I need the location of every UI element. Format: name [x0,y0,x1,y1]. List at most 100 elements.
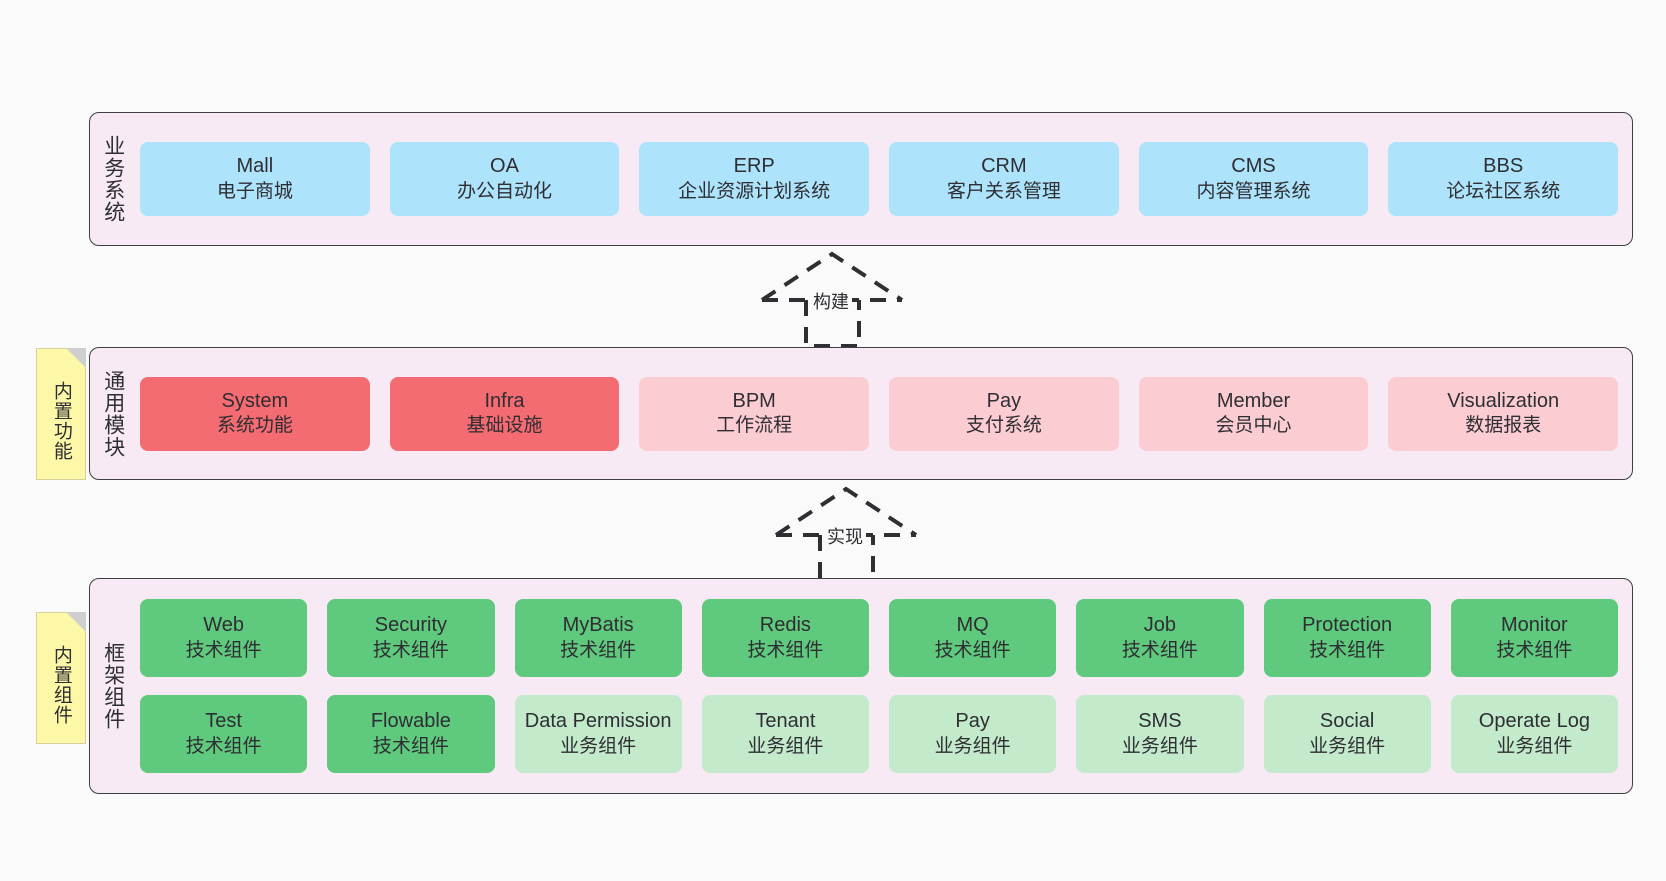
module-card-protection[interactable]: Protection 技术组件 [1263,599,1431,677]
module-desc: 技术组件 [560,639,637,661]
module-desc: 企业资源计划系统 [678,180,831,202]
module-name: SMS [1138,710,1182,733]
module-desc: 电子商城 [216,180,293,202]
module-card-mq[interactable]: MQ 技术组件 [889,599,1057,677]
module-card-visualization[interactable]: Visualization 数据报表 [1388,376,1619,451]
module-card-social[interactable]: Social 业务组件 [1263,695,1431,773]
connector-stem-icon [818,535,875,583]
module-name: Pay [955,710,990,733]
module-desc: 业务组件 [934,735,1011,757]
note-fold-icon [66,612,86,632]
layer-title-common-module: 通用模块 [101,369,125,458]
module-card-pay-biz[interactable]: Pay 业务组件 [889,695,1057,773]
module-card-mybatis[interactable]: MyBatis 技术组件 [514,599,682,677]
module-name: Flowable [370,710,451,733]
connector-label-build: 构建 [810,288,852,314]
module-name: System [221,389,289,412]
module-desc: 业务组件 [1496,735,1573,757]
module-name: Test [205,710,242,733]
module-desc: 业务组件 [560,735,637,757]
module-card-cms[interactable]: CMS 内容管理系统 [1138,142,1369,216]
module-card-bpm[interactable]: BPM 工作流程 [639,376,870,451]
module-name: Job [1143,614,1176,637]
module-card-redis[interactable]: Redis 技术组件 [701,599,869,677]
module-desc: 业务组件 [1121,735,1198,757]
layer-business-system[interactable]: 业务系统 Mall 电子商城 OA 办公自动化 ERP 企业资源计划系统 CRM… [89,112,1633,246]
layer-title-business-system: 业务系统 [101,135,125,223]
module-card-infra[interactable]: Infra 基础设施 [389,376,620,451]
module-desc: 会员中心 [1215,415,1292,437]
layer-body-common-module: System 系统功能 Infra 基础设施 BPM 工作流程 Pay 支付系统… [136,348,1632,479]
layer-row: System 系统功能 Infra 基础设施 BPM 工作流程 Pay 支付系统… [140,376,1619,451]
module-desc: 内容管理系统 [1196,180,1311,202]
generalization-triangle-icon [760,251,904,302]
module-name: BBS [1483,155,1524,178]
module-name: ERP [733,155,775,178]
note-builtin-component: 内置组件 [36,612,86,744]
layer-body-framework-component: Web 技术组件 Security 技术组件 MyBatis 技术组件 Redi… [136,579,1632,793]
module-name: Operate Log [1478,710,1590,733]
note-text: 内置功能 [50,381,72,461]
module-desc: 论坛社区系统 [1446,180,1561,202]
module-card-tenant[interactable]: Tenant 业务组件 [701,695,869,773]
generalization-triangle-icon [774,486,918,537]
layer-common-module[interactable]: 通用模块 System 系统功能 Infra 基础设施 BPM 工作流程 Pay… [89,347,1633,480]
module-card-mall[interactable]: Mall 电子商城 [140,142,370,216]
module-card-oa[interactable]: OA 办公自动化 [389,142,620,216]
note-fold-icon [66,348,86,368]
module-desc: 技术组件 [372,639,449,661]
module-name: Pay [986,389,1022,412]
module-name: Infra [484,389,525,412]
module-name: Data Permission [524,710,672,733]
module-name: CRM [981,155,1027,178]
module-card-erp[interactable]: ERP 企业资源计划系统 [639,142,870,216]
module-desc: 基础设施 [466,415,543,437]
module-card-operate-log[interactable]: Operate Log 业务组件 [1450,695,1618,773]
module-card-system[interactable]: System 系统功能 [140,376,370,451]
module-card-monitor[interactable]: Monitor 技术组件 [1450,599,1618,677]
layer-body-business-system: Mall 电子商城 OA 办公自动化 ERP 企业资源计划系统 CRM 客户关系… [136,113,1632,245]
module-card-bbs[interactable]: BBS 论坛社区系统 [1388,142,1619,216]
note-builtin-feature: 内置功能 [36,348,86,480]
module-name: CMS [1231,155,1276,178]
module-card-member[interactable]: Member 会员中心 [1138,376,1369,451]
module-name: Member [1216,389,1291,412]
module-name: Social [1319,710,1375,733]
module-desc: 技术组件 [185,735,262,757]
module-desc: 技术组件 [1496,639,1573,661]
module-card-crm[interactable]: CRM 客户关系管理 [889,142,1119,216]
module-card-web[interactable]: Web 技术组件 [140,599,308,677]
connector-stem-icon [804,300,861,348]
module-desc: 工作流程 [716,415,793,437]
connector-implement: 实现 [758,486,938,587]
module-desc: 技术组件 [747,639,824,661]
module-desc: 支付系统 [965,415,1042,437]
module-name: Protection [1302,614,1393,637]
module-desc: 技术组件 [185,639,262,661]
module-card-pay[interactable]: Pay 支付系统 [889,376,1119,451]
module-desc: 技术组件 [1309,639,1386,661]
module-card-data-permission[interactable]: Data Permission 业务组件 [514,695,682,773]
module-card-test[interactable]: Test 技术组件 [140,695,308,773]
module-desc: 业务组件 [1309,735,1386,757]
module-name: Tenant [755,710,816,733]
module-card-security[interactable]: Security 技术组件 [327,599,495,677]
module-desc: 技术组件 [934,639,1011,661]
module-card-job[interactable]: Job 技术组件 [1076,599,1244,677]
module-name: MyBatis [562,614,634,637]
module-card-flowable[interactable]: Flowable 技术组件 [327,695,495,773]
module-card-sms[interactable]: SMS 业务组件 [1076,695,1244,773]
module-name: Security [374,614,447,637]
module-desc: 技术组件 [1121,639,1198,661]
module-desc: 业务组件 [747,735,824,757]
module-desc: 数据报表 [1465,415,1542,437]
module-name: Visualization [1447,389,1560,412]
connector-build: 构建 [744,251,924,352]
note-text: 内置组件 [50,645,72,725]
module-name: Web [203,614,244,637]
module-name: Mall [236,155,274,178]
layer-framework-component[interactable]: 框架组件 Web 技术组件 Security 技术组件 MyBatis 技术组件… [89,578,1633,794]
layer-row: Mall 电子商城 OA 办公自动化 ERP 企业资源计划系统 CRM 客户关系… [140,142,1619,216]
module-desc: 技术组件 [372,735,449,757]
